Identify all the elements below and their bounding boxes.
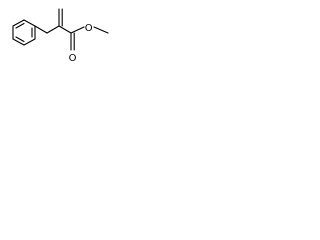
carbonyl-link-bond [58,25,72,34]
ester-oxygen-bond [70,26,85,34]
carbonyl-oxygen-label: O [69,53,77,64]
ester-oxygen-label: O [85,23,93,34]
ring-bond-bottom-right [23,38,36,46]
benzyl-bond [34,25,48,34]
methoxy-bond [93,26,109,34]
benzene-ring [12,19,36,46]
ring-bond-top-right [23,19,36,27]
chemical-structure: O O [12,8,109,64]
ring-bond-top-left [12,19,25,27]
side-chain [34,8,109,51]
ring-inner-bond-bottom [15,36,25,43]
ring-inner-bond-top [15,22,25,29]
ring-bond-bottom-left [12,38,25,46]
methylene-link-bond [46,25,60,34]
